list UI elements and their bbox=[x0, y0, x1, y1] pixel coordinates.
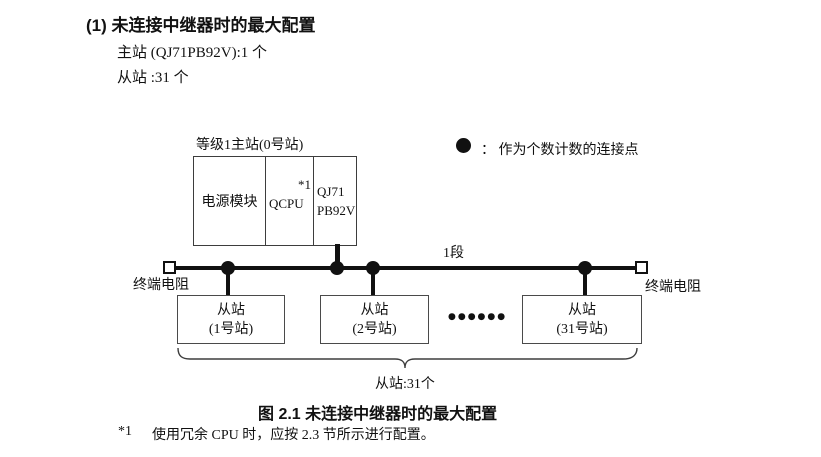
power-module-cell: 电源模块 bbox=[194, 157, 266, 245]
footnote-text: 使用冗余 CPU 时，应按 2.3 节所示进行配置。 bbox=[152, 428, 435, 443]
terminator-label-right: 终端电阻 bbox=[645, 280, 701, 295]
master-station-label: 等级1主站(0号站) bbox=[196, 138, 304, 153]
brace-label: 从站:31个 bbox=[375, 377, 435, 392]
slave-station-number: (2号站) bbox=[352, 321, 397, 337]
profibus-module-line1: QJ71 bbox=[317, 184, 345, 199]
slave-name: 从站 bbox=[217, 302, 245, 318]
bus-line bbox=[170, 266, 642, 270]
slave-station-number: (31号站) bbox=[556, 321, 608, 337]
brace-icon bbox=[177, 347, 638, 369]
slave-count-text: 从站 :31 个 bbox=[117, 70, 189, 86]
page-title: (1) 未连接中继器时的最大配置 bbox=[86, 16, 316, 35]
slave-drop-line bbox=[226, 270, 230, 295]
slave-box-31: 从站 (31号站) bbox=[522, 295, 642, 344]
cpu-cell: QCPU *1 bbox=[266, 157, 314, 245]
profibus-module-line2: PB92V bbox=[317, 203, 356, 218]
slave-drop-line bbox=[583, 270, 587, 295]
slave-name: 从站 bbox=[568, 302, 596, 318]
terminator-square-left-icon bbox=[163, 261, 176, 274]
connection-dot-icon bbox=[330, 261, 344, 275]
master-count-text: 主站 (QJ71PB92V):1 个 bbox=[117, 45, 268, 61]
ellipsis-dots-icon: ●●●●●● bbox=[448, 312, 508, 322]
figure-caption: 图 2.1 未连接中继器时的最大配置 bbox=[258, 406, 498, 423]
master-station-box: 电源模块 QCPU *1 QJ71 PB92V bbox=[193, 156, 357, 246]
cpu-footnote-marker: *1 bbox=[298, 177, 311, 192]
profibus-module-cell: QJ71 PB92V bbox=[314, 157, 356, 245]
terminator-square-right-icon bbox=[635, 261, 648, 274]
master-drop-line bbox=[335, 244, 340, 267]
segment-label: 1段 bbox=[443, 246, 464, 261]
cpu-label: QCPU bbox=[269, 196, 304, 211]
slave-station-number: (1号站) bbox=[208, 321, 254, 337]
legend-label: ： 作为个数计数的连接点 bbox=[481, 143, 639, 158]
footnote-marker: *1 bbox=[118, 424, 132, 439]
connection-dot-icon bbox=[366, 261, 380, 275]
slave-drop-line bbox=[371, 270, 375, 295]
slave-box-2: 从站 (2号站) bbox=[320, 295, 429, 344]
connection-dot-icon bbox=[221, 261, 235, 275]
slave-name: 从站 bbox=[360, 302, 389, 318]
terminator-label-left: 终端电阻 bbox=[133, 278, 189, 293]
slave-box-1: 从站 (1号站) bbox=[177, 295, 285, 344]
connection-dot-icon bbox=[578, 261, 592, 275]
legend-connection-dot-icon bbox=[456, 138, 471, 153]
